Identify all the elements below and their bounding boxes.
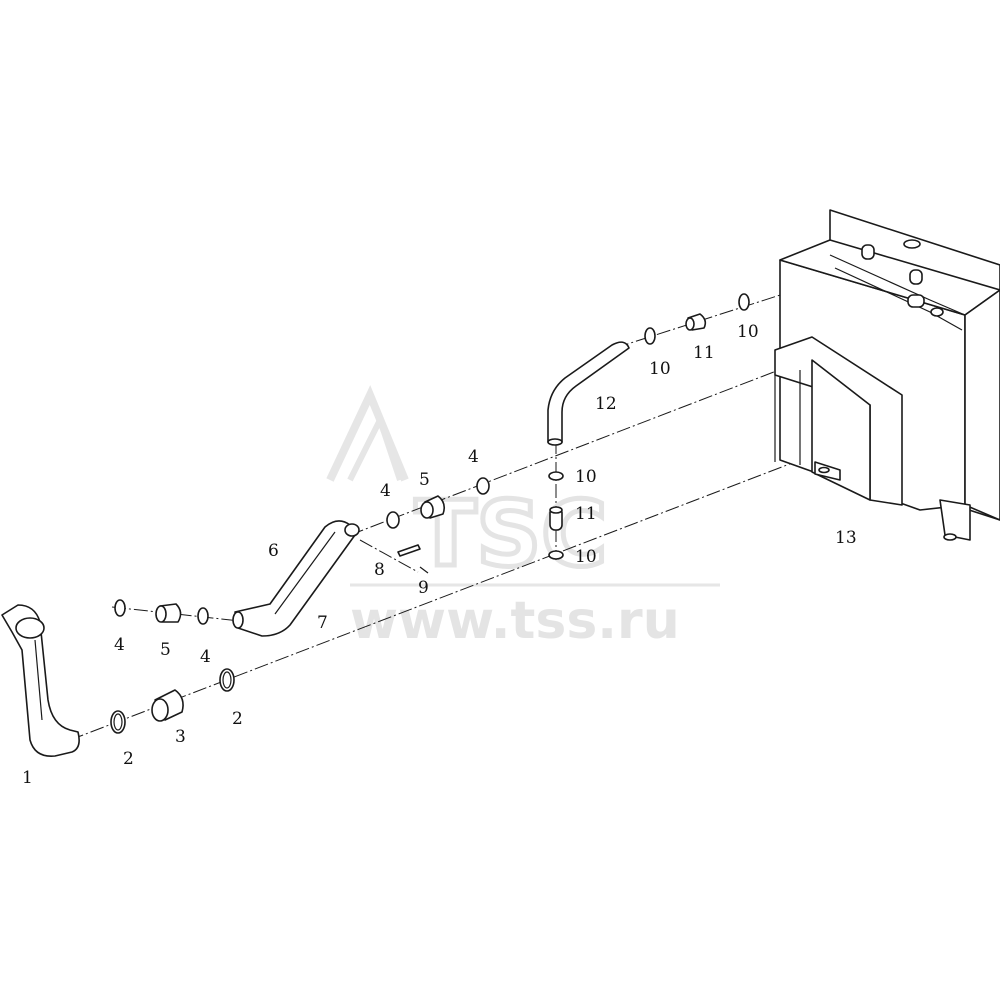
radiator-nozzle-2 bbox=[909, 269, 923, 285]
callout-10-lower: 10 bbox=[575, 547, 597, 567]
callout-4-a: 4 bbox=[114, 635, 125, 655]
part-4-clamp-2 bbox=[197, 607, 209, 625]
callout-5-right: 5 bbox=[419, 470, 430, 490]
watermark: TSC www.tss.ru bbox=[326, 385, 720, 651]
callout-2-upper: 2 bbox=[232, 709, 243, 729]
filler-cap bbox=[903, 239, 921, 249]
callout-3: 3 bbox=[175, 727, 186, 747]
part-2-clamp-upper bbox=[219, 668, 235, 692]
part-4-clamp-4 bbox=[476, 477, 490, 495]
axis-lower bbox=[69, 459, 801, 741]
pipe-6-end-left bbox=[232, 611, 244, 629]
part-10-washer-middle bbox=[548, 471, 564, 481]
callout-9: 9 bbox=[418, 578, 429, 598]
callout-2-lower: 2 bbox=[123, 749, 134, 769]
axis-middle bbox=[349, 309, 936, 536]
part-4-clamp-3 bbox=[386, 511, 400, 529]
callout-11-vertical: 11 bbox=[575, 504, 597, 524]
callout-6: 6 bbox=[268, 541, 279, 561]
radiator-assembly bbox=[774, 209, 1000, 541]
radiator-outlet bbox=[907, 294, 925, 308]
part-6-bent-pipe bbox=[232, 520, 360, 637]
part-5-sleeve-left bbox=[155, 603, 182, 623]
part-8-pin bbox=[397, 544, 421, 557]
part-5-sleeve-right bbox=[420, 495, 445, 519]
part-9-cotter bbox=[419, 566, 429, 574]
part-1-lower-pipe bbox=[1, 604, 80, 757]
radiator-inlet bbox=[930, 307, 944, 317]
part-4-clamp-1 bbox=[114, 599, 126, 617]
part-2-clamp-lower bbox=[110, 710, 126, 734]
callout-10-upper-left: 10 bbox=[649, 359, 671, 379]
part-11-bushing-vertical bbox=[549, 506, 563, 531]
callout-10-middle: 10 bbox=[575, 467, 597, 487]
part-10-washer-upper-left bbox=[644, 327, 656, 345]
part-3-sleeve bbox=[151, 689, 184, 722]
pipe-1-end-opening bbox=[15, 617, 45, 639]
callout-7: 7 bbox=[317, 613, 328, 633]
callout-8: 8 bbox=[374, 560, 385, 580]
mount-foot-right bbox=[939, 499, 971, 541]
callout-11-upper: 11 bbox=[693, 343, 715, 363]
callout-4-d: 4 bbox=[468, 447, 479, 467]
radiator-side-face bbox=[964, 289, 1000, 521]
radiator-top-face bbox=[779, 239, 1000, 316]
callout-4-c: 4 bbox=[380, 481, 391, 501]
callout-13: 13 bbox=[835, 528, 857, 548]
callout-4-b: 4 bbox=[200, 647, 211, 667]
part-10-washer-upper-right bbox=[738, 293, 750, 311]
radiator-nozzle-1 bbox=[861, 244, 875, 260]
part-11-bushing-upper bbox=[685, 313, 707, 331]
mount-hole bbox=[943, 533, 957, 541]
part-10-washer-lower bbox=[548, 550, 564, 560]
callout-10-upper-right: 10 bbox=[737, 322, 759, 342]
part-12-bent-pipe bbox=[547, 341, 630, 446]
watermark-logo-mark-inner bbox=[347, 412, 403, 482]
pipe-6-end-right bbox=[344, 523, 360, 537]
axis-pin bbox=[359, 539, 419, 573]
callouts: 1 2 2 3 4 4 4 4 5 5 6 7 8 9 10 10 10 10 … bbox=[22, 322, 857, 788]
watermark-url: www.tss.ru bbox=[350, 591, 680, 651]
callout-12: 12 bbox=[595, 394, 617, 414]
callout-5-left: 5 bbox=[160, 640, 171, 660]
mount-hole-left bbox=[818, 466, 830, 474]
callout-1: 1 bbox=[22, 768, 33, 788]
